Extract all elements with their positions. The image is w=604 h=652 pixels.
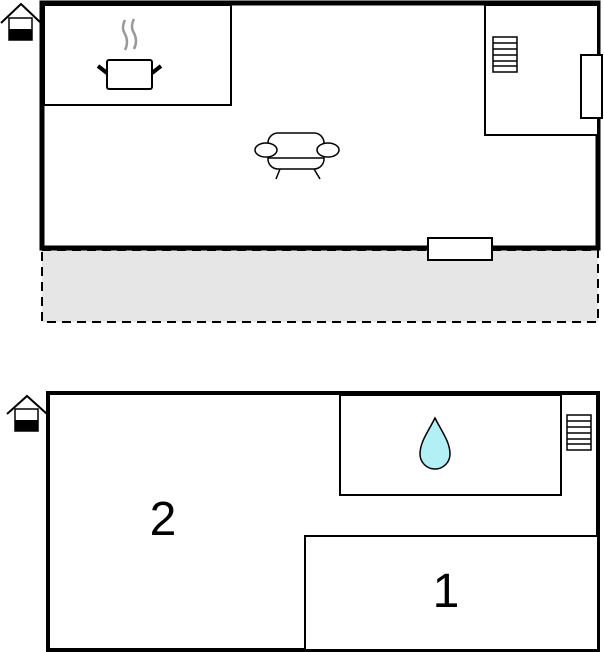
room-label-1: 1 — [433, 565, 460, 618]
room-1 — [304, 535, 599, 651]
cooking-pot-icon — [96, 18, 163, 90]
window-right — [580, 54, 603, 119]
stairs-icon — [492, 36, 518, 73]
upper-floor — [0, 0, 603, 323]
water-drop-icon — [419, 416, 451, 470]
house-level-icon — [0, 2, 42, 41]
stairs-icon — [566, 414, 592, 451]
sofa-icon — [254, 132, 340, 180]
room-label-2: 2 — [150, 493, 177, 546]
door-bottom — [427, 237, 493, 261]
lower-floor: 2 1 — [6, 391, 600, 652]
house-level-icon — [6, 394, 48, 432]
terrace — [41, 249, 599, 323]
bathroom — [339, 394, 562, 496]
